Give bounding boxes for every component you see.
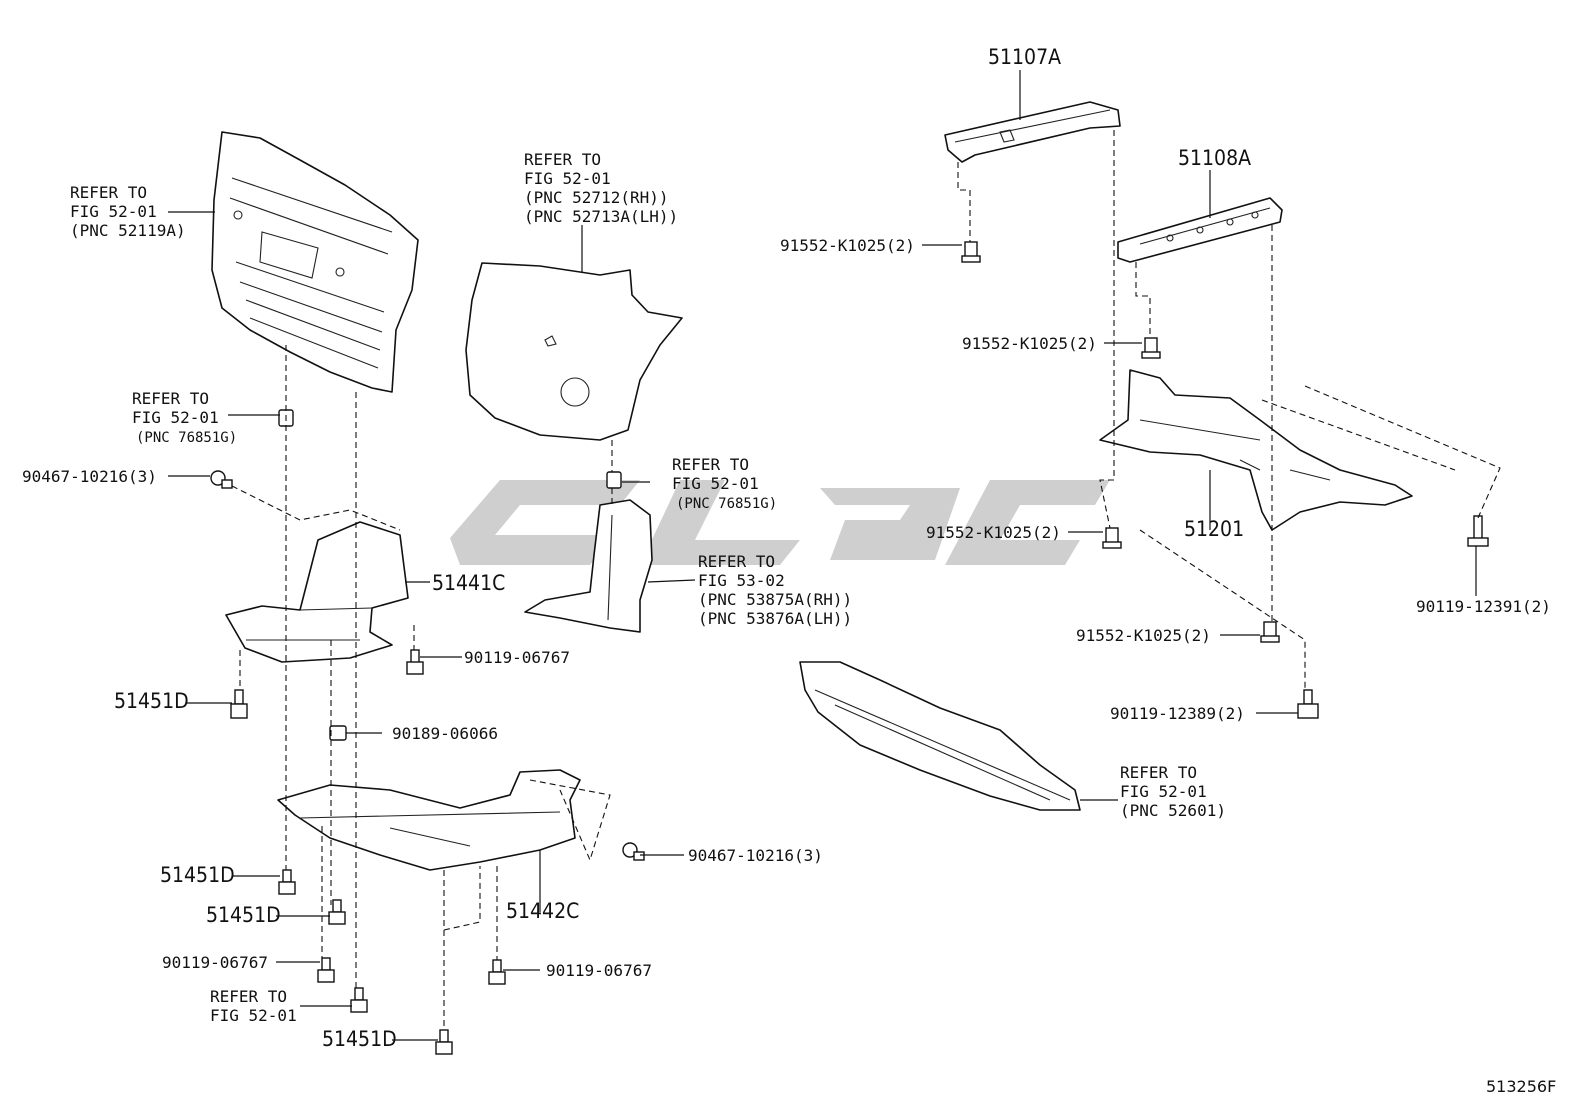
label-51451d-b: 51451D [160,863,235,887]
bolt-91552-b [1141,337,1161,359]
mudguard-part [524,499,653,633]
ref-fender-liner: REFER TO FIG 52-01 (PNC 52712(RH)) (PNC … [524,150,678,226]
svg-text:FIG 52-01: FIG 52-01 [132,408,219,427]
leader-lines [168,70,1477,1041]
label-90119-12389: 90119-12389(2) [1110,704,1245,723]
svg-text:REFER TO: REFER TO [524,150,601,169]
svg-text:REFER TO: REFER TO [210,987,287,1006]
svg-text:FIG 52-01: FIG 52-01 [672,474,759,493]
label-90119-06767-c: 90119-06767 [546,961,652,980]
svg-text:FIG 52-01: FIG 52-01 [210,1006,297,1025]
alignment-lines [231,130,1501,1030]
svg-text:(PNC 52119A): (PNC 52119A) [70,221,186,240]
bolt-91552-a [961,241,981,263]
ref-grille: REFER TO FIG 52-01 (PNC 52119A) [70,183,186,240]
crossmember-51107a [944,101,1121,163]
bumper-lower-part [799,661,1081,811]
ref-bumper-bottom: REFER TO FIG 52-01 (PNC 52601) [1120,763,1226,820]
subframe-51201 [1099,369,1413,531]
bolt-90119-06767-c [488,959,506,985]
ref-clip-mid: REFER TO FIG 52-01 (PNC 76851G) [672,455,777,512]
svg-text:(PNC 53875A(RH)): (PNC 53875A(RH)) [698,590,852,609]
bolt-90119-06767-b [317,957,335,983]
svg-text:(PNC 52712(RH)): (PNC 52712(RH)) [524,188,669,207]
svg-text:REFER TO: REFER TO [698,552,775,571]
watermark-logo [450,480,1110,565]
label-91552-c: 91552-K1025(2) [926,523,1061,542]
label-51451d-d: 51451D [322,1027,397,1051]
svg-text:FIG 52-01: FIG 52-01 [524,169,611,188]
under-cover-51442c [277,769,581,871]
bolt-51451d-a [230,689,248,719]
clip-76851g-mid [606,471,622,489]
label-90467-10216-b: 90467-10216(3) [688,846,823,865]
bolt-91552-d [1260,621,1280,643]
svg-text:(PNC 52601): (PNC 52601) [1120,801,1226,820]
part-labels: 51107A 51108A 51201 51441C 51442C 51451D… [22,45,1556,1096]
grille-part [211,131,419,393]
label-90189-06066: 90189-06066 [392,724,498,743]
label-90467-10216-a: 90467-10216(3) [22,467,157,486]
ref-mudguard: REFER TO FIG 53-02 (PNC 53875A(RH)) (PNC… [698,552,852,628]
bolt-51451d-c [328,899,346,925]
svg-text:(PNC 53876A(LH)): (PNC 53876A(LH)) [698,609,852,628]
svg-text:FIG 52-01: FIG 52-01 [1120,782,1207,801]
svg-text:REFER TO: REFER TO [132,389,209,408]
bolt-refer-52-01 [350,987,368,1013]
svg-text:(PNC 52713A(LH)): (PNC 52713A(LH)) [524,207,678,226]
svg-text:REFER TO: REFER TO [672,455,749,474]
brace-51108a [1117,197,1283,263]
label-90119-06767-a: 90119-06767 [464,648,570,667]
label-51451d-a: 51451D [114,689,189,713]
svg-text:FIG 53-02: FIG 53-02 [698,571,785,590]
svg-text:(PNC 76851G): (PNC 76851G) [136,430,237,446]
bolt-90119-12391 [1467,515,1489,547]
label-51108a: 51108A [1178,146,1251,170]
bolt-91552-c [1102,527,1122,549]
bolt-90119-12389 [1297,689,1319,719]
bolt-90119-06767-a [406,649,424,675]
label-91552-b: 91552-K1025(2) [962,334,1097,353]
svg-text:FIG 52-01: FIG 52-01 [70,202,157,221]
grommet-90467-right [622,842,645,861]
grommet-90467-left [210,470,233,489]
label-91552-a: 91552-K1025(2) [780,236,915,255]
label-51201: 51201 [1184,517,1244,541]
bolt-51451d-d [435,1029,453,1055]
ref-clip-left: REFER TO FIG 52-01 (PNC 76851G) [132,389,237,446]
fender-liner-part [465,262,683,441]
label-51451d-c: 51451D [206,903,281,927]
label-90119-12391: 90119-12391(2) [1416,597,1551,616]
label-51107a: 51107A [988,45,1061,69]
svg-text:REFER TO: REFER TO [1120,763,1197,782]
nut-90189 [329,725,347,741]
svg-text:REFER TO: REFER TO [70,183,147,202]
bolt-51451d-b [278,869,296,895]
label-51442c: 51442C [506,899,579,923]
bolts [230,241,1489,1055]
label-91552-d: 91552-K1025(2) [1076,626,1211,645]
label-51441c: 51441C [432,571,505,595]
under-cover-51441c [225,521,409,663]
svg-text:(PNC 76851G): (PNC 76851G) [676,496,777,512]
label-90119-06767-b: 90119-06767 [162,953,268,972]
ref-bottom-bolt: REFER TO FIG 52-01 [210,987,297,1025]
figure-code: 513256F [1486,1077,1556,1096]
